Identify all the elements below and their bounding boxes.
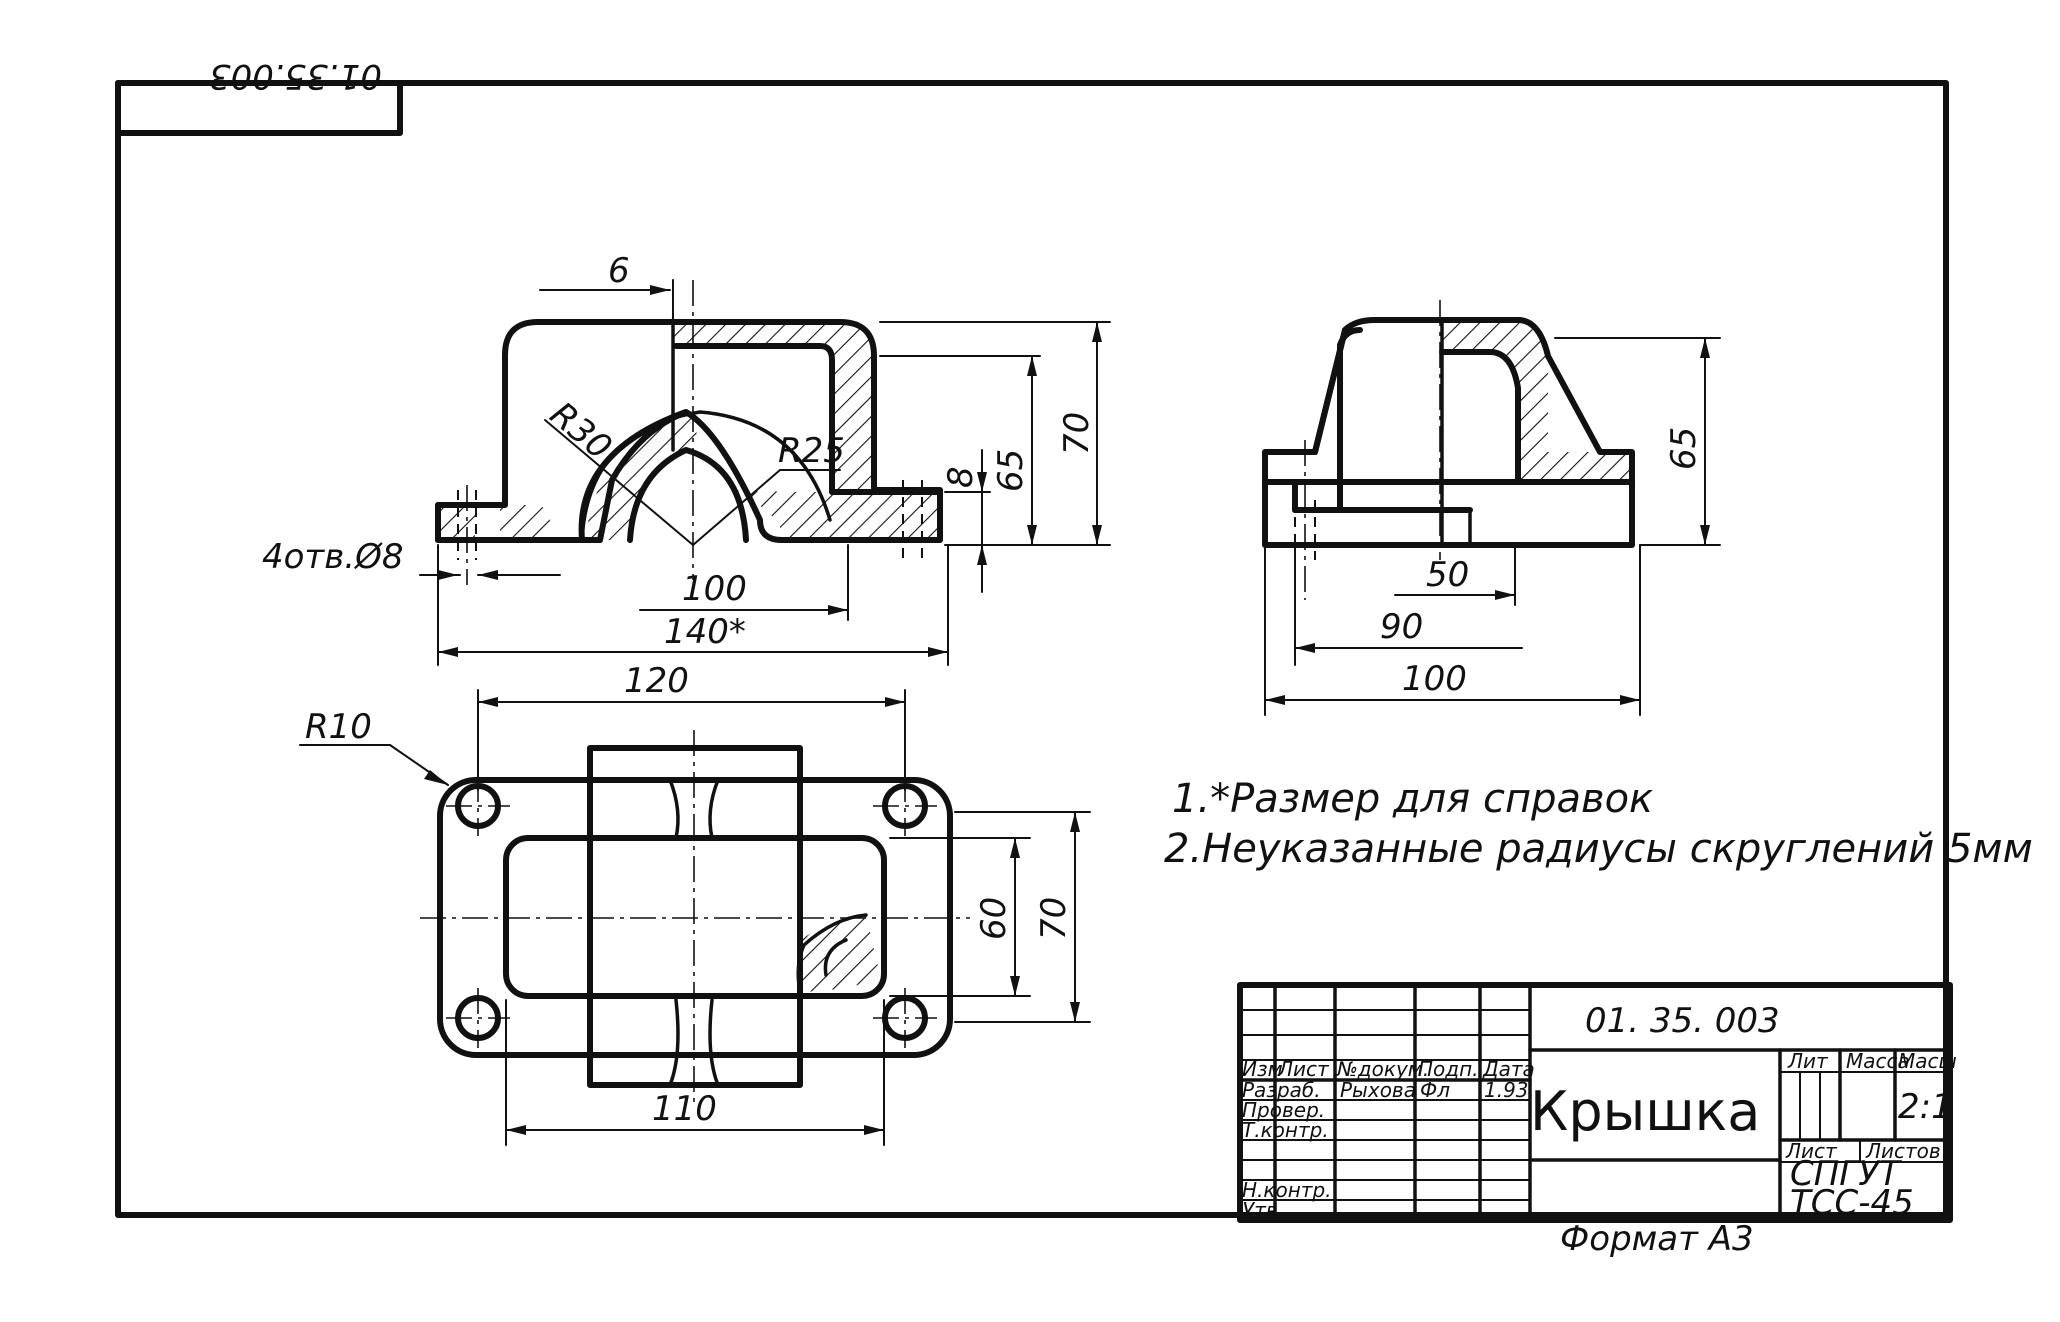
hdr-izm: Изм xyxy=(1242,1057,1283,1081)
sheet-label: Лист xyxy=(1785,1139,1838,1163)
corner-code-box: 01.35.003 xyxy=(115,56,403,136)
part-name: Крышка xyxy=(1530,1080,1760,1143)
dim-width-total: 140* xyxy=(664,612,746,652)
dim-wall: 6 xyxy=(608,251,630,291)
dim-width-inner: 100 xyxy=(682,569,747,609)
top-dim-r10: R10 xyxy=(305,707,372,747)
sheet-frame xyxy=(115,80,1949,1218)
org-line-2: ТСС-45 xyxy=(1790,1183,1914,1223)
row-role-2: Т.контр. xyxy=(1242,1118,1329,1142)
mass-label: Масса xyxy=(1846,1049,1910,1073)
dim-holes: 4отв.Ø8 xyxy=(262,537,403,577)
top-dim-60: 60 xyxy=(974,897,1014,940)
scale-label: Масш xyxy=(1898,1049,1957,1073)
top-inner-outline xyxy=(503,835,887,999)
hdr-sign: Подп. xyxy=(1418,1057,1479,1081)
org-line-1: СПГУТ xyxy=(1790,1154,1902,1194)
top-body-outline xyxy=(587,745,803,1088)
front-left-boss-hatch xyxy=(500,505,550,540)
top-dim-110: 110 xyxy=(652,1089,717,1129)
side-outline xyxy=(1262,317,1635,548)
side-view: 65 50 90 100 xyxy=(1262,300,1721,716)
hdr-list: Лист xyxy=(1277,1057,1330,1081)
side-dim-90: 90 xyxy=(1380,607,1423,647)
front-left-flange-hatch xyxy=(438,505,475,540)
title-block: 01. 35. 003 Крышка Лит Масса Масш 2:1 Ли… xyxy=(1237,982,1957,1223)
corner-code-text: 01.35.003 xyxy=(209,56,382,96)
side-dim-50: 50 xyxy=(1426,555,1469,595)
front-inner-wall xyxy=(673,343,943,495)
dim-flange: 8 xyxy=(941,466,981,488)
front-view: 6 R30 R25 8 65 70 4отв.Ø8 xyxy=(262,251,1111,666)
front-section-hatch xyxy=(672,320,940,540)
front-outer-arch xyxy=(580,410,832,542)
dim-height-total: 70 xyxy=(1057,412,1097,455)
hdr-doc: №докум. xyxy=(1336,1057,1429,1081)
side-dim-height: 65 xyxy=(1664,427,1704,470)
sheets-label: Листов xyxy=(1865,1139,1941,1163)
dim-r-inner: R25 xyxy=(778,431,845,471)
top-dim-70: 70 xyxy=(1034,897,1074,940)
row-sign-0: Фл xyxy=(1420,1078,1450,1102)
row-role-4: Н.контр. xyxy=(1242,1178,1332,1202)
side-section-hatch xyxy=(1442,322,1632,482)
top-dim-120: 120 xyxy=(624,661,689,701)
scale-value: 2:1 xyxy=(1898,1087,1953,1127)
side-dim-100: 100 xyxy=(1402,659,1467,699)
row-date-0: 1.93 xyxy=(1484,1078,1529,1102)
hdr-date: Дата xyxy=(1482,1057,1535,1081)
dim-height-inner: 65 xyxy=(991,449,1031,492)
technical-notes: 1.*Размер для справок 2.Неуказанные ради… xyxy=(1164,776,2033,872)
front-inner-arch xyxy=(627,447,749,543)
note-1: 1.*Размер для справок xyxy=(1172,776,1653,822)
row-role-5: Утв. xyxy=(1242,1198,1284,1222)
row-role-1: Провер. xyxy=(1242,1098,1325,1122)
lit-label: Лит xyxy=(1787,1049,1829,1073)
top-view: 120 R10 60 70 110 xyxy=(299,661,1091,1146)
row-name-0: Рыхова xyxy=(1340,1078,1416,1102)
note-2: 2.Неуказанные радиусы скруглений 5мм xyxy=(1164,826,2033,872)
title-code: 01. 35. 003 xyxy=(1585,1001,1780,1041)
format-label: Формат А3 xyxy=(1560,1219,1754,1259)
row-role-0: Разраб. xyxy=(1242,1078,1321,1102)
